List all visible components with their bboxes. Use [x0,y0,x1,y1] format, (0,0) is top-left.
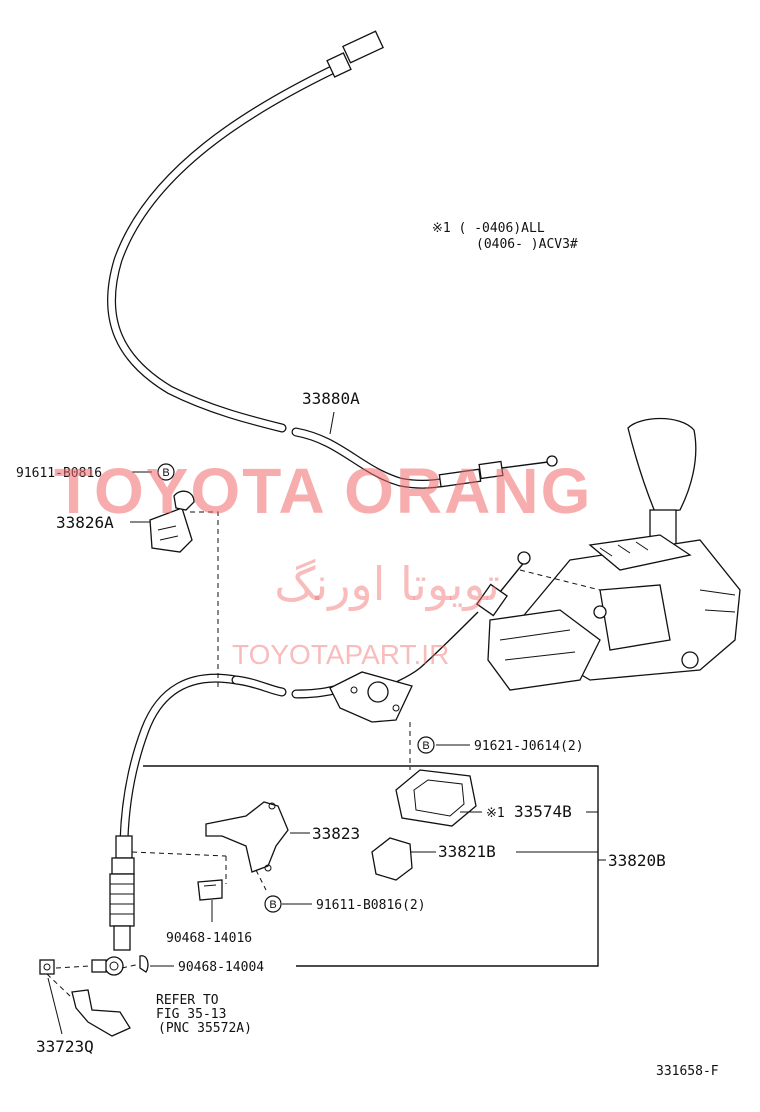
label-refer-1: REFER TO [156,993,219,1008]
label-refer-3: (PNC 35572A) [158,1021,252,1036]
figure-id: 331658-F [656,1064,719,1079]
label-assembly: 33820B [608,851,666,870]
label-bracket: 33823 [312,824,360,843]
callout-letter: B [269,899,276,911]
label-bolt-top: 91611-B0816 [16,466,102,481]
cable-clamp [149,490,195,553]
label-pin: 90468-14004 [178,960,264,975]
callout-b-plate: B [417,736,435,754]
label-retainer: 33821B [438,842,496,861]
note-line-2: (0406- )ACV3# [476,237,578,252]
cable-end-link [391,551,601,685]
label-clip: 90468-14016 [166,931,252,946]
label-cover-mark: ※1 [486,806,505,821]
label-clamp: 33826A [56,513,114,532]
label-nut: 33723Q [36,1037,94,1056]
label-33880a: 33880A [302,389,360,408]
callout-letter: B [162,467,169,479]
reference-bracket [71,989,131,1037]
shift-cable-upper [107,30,558,489]
nut [39,959,107,975]
callout-b-bracket: B [264,895,282,913]
retainer-plate [371,837,413,881]
callout-letter: B [422,740,429,752]
guide-lines [46,511,411,997]
watermark-url: TOYOTAPART.IR [232,639,449,670]
leader-lines [47,411,606,1035]
label-bolt-plate: 91621-J0614(2) [474,739,584,754]
watermark-brand: TOYOTA ORANG [54,455,592,527]
shift-lever-assembly [487,417,741,691]
cable-bracket-plate [329,671,413,723]
shift-bracket [205,801,289,873]
label-bolt-bracket: 91611-B0816(2) [316,898,426,913]
watermark-persian: تویوتا اورنگ [274,557,500,612]
label-cover: 33574B [514,802,572,821]
watermark: TOYOTA ORANG تویوتا اورنگ TOYOTAPART.IR [54,455,592,670]
callout-b-bolt-top: B [157,463,175,481]
selector-cover [395,769,477,827]
cable-clip [197,879,223,901]
note-line-1: ※1 ( -0406)ALL [432,221,545,236]
label-refer-2: FIG 35-13 [156,1007,226,1022]
shift-cable-lower [104,673,339,976]
clip-pin [139,955,149,973]
